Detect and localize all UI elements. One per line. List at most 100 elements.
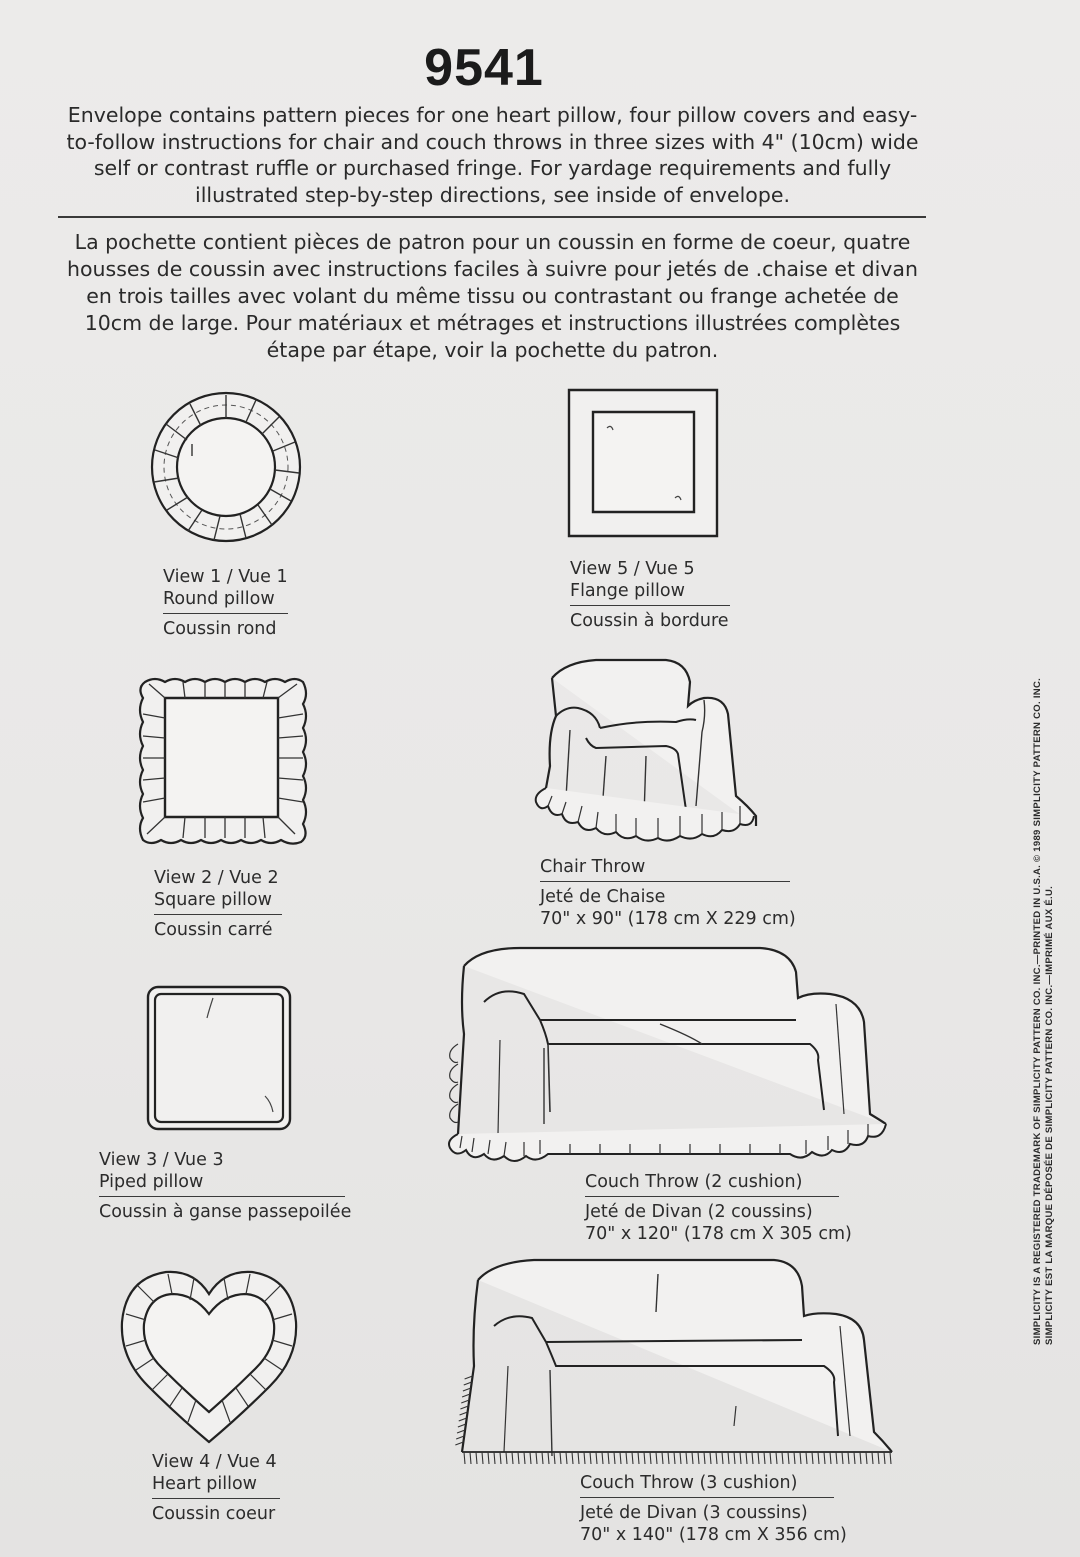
- fringe-strand: [668, 1452, 669, 1464]
- fringe-strand: [572, 1452, 573, 1464]
- chair-throw-name-fr: Jeté de Chaise: [540, 887, 666, 908]
- view1-number: View 1 / Vue 1: [163, 567, 288, 587]
- heart-pillow-illustration: [118, 1266, 300, 1446]
- copyright-notice: SIMPLICITY IS A REGISTERED TRADEMARK OF …: [1032, 678, 1056, 1345]
- fringe-strand: [536, 1452, 537, 1464]
- fringe-strand: [878, 1452, 879, 1464]
- fringe-strand: [842, 1452, 843, 1464]
- fringe-strand: [524, 1452, 525, 1464]
- fringe-strand: [854, 1452, 855, 1464]
- fringe-strand: [470, 1452, 471, 1464]
- fringe-strand: [500, 1452, 501, 1464]
- fringe-strand: [752, 1452, 753, 1464]
- fringe-strand: [482, 1452, 483, 1464]
- fringe-strand: [461, 1400, 469, 1403]
- fringe-strand: [686, 1452, 687, 1464]
- fringe-strand: [590, 1452, 591, 1464]
- chair-throw-name-en: Chair Throw: [540, 857, 646, 877]
- fringe-strand: [722, 1452, 723, 1464]
- square-pillow-illustration: [135, 674, 311, 846]
- fringe-strand: [464, 1452, 465, 1464]
- couch-3-cushion-illustration: [444, 1256, 906, 1472]
- fringe-strand: [584, 1452, 585, 1464]
- view5-name-en: Flange pillow: [570, 581, 685, 601]
- fringe-strand: [512, 1452, 513, 1464]
- flange-pillow-illustration: [567, 388, 719, 538]
- fringe-strand: [818, 1452, 819, 1464]
- fringe-strand: [848, 1452, 849, 1464]
- fringe-strand: [626, 1452, 627, 1464]
- copyright-line-1: SIMPLICITY IS A REGISTERED TRADEMARK OF …: [1032, 677, 1043, 1345]
- fringe-strand: [476, 1452, 477, 1464]
- view1-name-fr: Coussin rond: [163, 619, 277, 640]
- fringe-strand: [560, 1452, 561, 1464]
- fringe-strand: [698, 1452, 699, 1464]
- fringe-strand: [764, 1452, 765, 1464]
- fringe-strand: [566, 1452, 567, 1464]
- view1-caption: View 1 / Vue 1 Round pillow Coussin rond: [163, 566, 288, 640]
- fringe-strand: [458, 1424, 466, 1427]
- couch-3-name-en: Couch Throw (3 cushion): [580, 1473, 798, 1493]
- view3-name-fr: Coussin à ganse passepoilée: [99, 1202, 352, 1223]
- fringe-strand: [460, 1412, 468, 1415]
- fringe-strand: [464, 1382, 472, 1385]
- fringe-strand: [456, 1436, 464, 1439]
- fringe-strand: [680, 1452, 681, 1464]
- round-pillow-illustration: [148, 388, 304, 546]
- fringe-strand: [692, 1452, 693, 1464]
- view2-caption: View 2 / Vue 2 Square pillow Coussin car…: [154, 867, 282, 941]
- fringe-strand: [488, 1452, 489, 1464]
- view2-name-en: Square pillow: [154, 890, 272, 910]
- view4-name-fr: Coussin coeur: [152, 1504, 276, 1525]
- piped-pillow-illustration: [145, 984, 293, 1132]
- fringe-strand: [494, 1452, 495, 1464]
- view5-name-fr: Coussin à bordure: [570, 611, 729, 632]
- fringe-strand: [554, 1452, 555, 1464]
- fringe-strand: [602, 1452, 603, 1464]
- fringe-strand: [608, 1452, 609, 1464]
- fringe-strand: [459, 1418, 467, 1421]
- fringe-strand: [890, 1452, 891, 1464]
- fringe-strand: [770, 1452, 771, 1464]
- fringe-strand: [462, 1394, 470, 1397]
- fringe-strand: [463, 1388, 471, 1391]
- fringe-strand: [830, 1452, 831, 1464]
- view5-number: View 5 / Vue 5: [570, 559, 695, 579]
- chair-throw-illustration: [526, 656, 778, 848]
- fringe-strand: [740, 1452, 741, 1464]
- fringe-strand: [638, 1452, 639, 1464]
- couch-2-caption: Couch Throw (2 cushion) Jeté de Divan (2…: [585, 1171, 852, 1245]
- fringe-strand: [746, 1452, 747, 1464]
- fringe-strand: [776, 1452, 777, 1464]
- fringe-strand: [758, 1452, 759, 1464]
- fringe-strand: [548, 1452, 549, 1464]
- fringe-strand: [728, 1452, 729, 1464]
- view4-rule: [152, 1498, 280, 1500]
- description-english: Envelope contains pattern pieces for one…: [66, 103, 919, 207]
- view3-caption: View 3 / Vue 3 Piped pillow Coussin à ga…: [99, 1149, 351, 1223]
- view4-number: View 4 / Vue 4: [152, 1452, 277, 1472]
- couch-3-caption: Couch Throw (3 cushion) Jeté de Divan (3…: [580, 1472, 847, 1546]
- fringe-strand: [662, 1452, 663, 1464]
- view1-rule: [163, 613, 288, 615]
- fringe-strand: [812, 1452, 813, 1464]
- fringe-strand: [788, 1452, 789, 1464]
- description-divider: [58, 216, 926, 218]
- view5-rule: [570, 605, 730, 607]
- fringe-strand: [782, 1452, 783, 1464]
- fringe-strand: [824, 1452, 825, 1464]
- fringe-strand: [614, 1452, 615, 1464]
- fringe-strand: [860, 1452, 861, 1464]
- couch-3-size: 70" x 140" (178 cm X 356 cm): [580, 1525, 847, 1546]
- fringe-strand: [674, 1452, 675, 1464]
- chair-throw-rule: [540, 881, 790, 883]
- view1-name-en: Round pillow: [163, 589, 275, 609]
- fringe-strand: [457, 1430, 465, 1433]
- chair-throw-caption: Chair Throw Jeté de Chaise 70" x 90" (17…: [540, 856, 796, 930]
- view2-rule: [154, 914, 282, 916]
- fringe-strand: [578, 1452, 579, 1464]
- fringe-strand: [596, 1452, 597, 1464]
- view4-name-en: Heart pillow: [152, 1474, 257, 1494]
- fringe-strand: [620, 1452, 621, 1464]
